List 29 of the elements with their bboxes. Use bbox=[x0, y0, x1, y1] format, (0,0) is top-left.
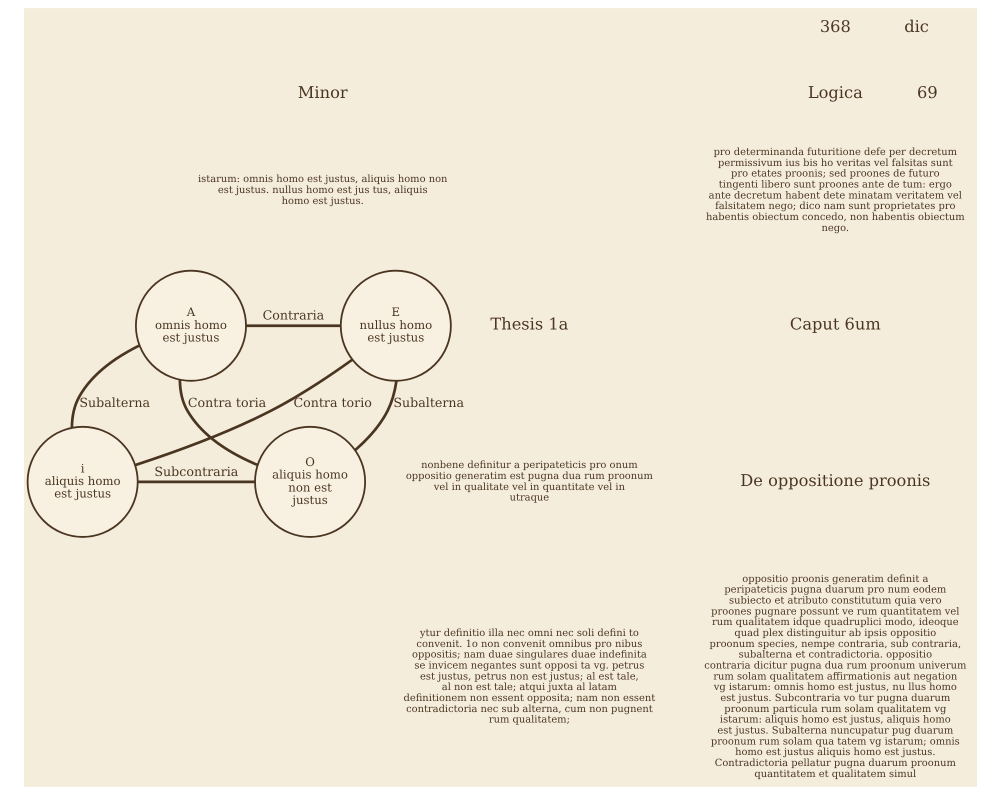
label: 69 bbox=[916, 82, 938, 102]
label: nonbene definitur a peripateticis pro onum oppositio generatim est pugna dua rum proonum vel in qualitate vel in quantitate vel in utraque bbox=[405, 460, 652, 504]
label: Caput 6um bbox=[789, 314, 880, 334]
label: dic bbox=[904, 16, 928, 36]
connector bbox=[134, 358, 352, 466]
edge-label: Contraria bbox=[262, 308, 324, 323]
edge-label: Subalterna bbox=[392, 395, 464, 410]
node-circle: A omnis homo est justus bbox=[134, 270, 246, 382]
label: De oppositione proonis bbox=[740, 470, 930, 490]
connector bbox=[178, 380, 258, 466]
edge-label: Contra torio bbox=[292, 395, 372, 410]
label: 368 bbox=[819, 16, 850, 36]
node-circle: i aliquis homo est justus bbox=[26, 426, 138, 538]
edge-label: Contra toria bbox=[187, 395, 266, 410]
connector bbox=[354, 380, 398, 452]
edge-label: Subcontraria bbox=[154, 464, 238, 479]
label: istarum: omnis homo est justus, aliquis homo non est justus. nullus homo est jus tus, aliquis homo est justus. bbox=[198, 174, 447, 207]
label: oppositio proonis generatim definit a peripateticis pugna duarum pro num eodem subiecto et atributo constitutum quia vero proones pugnare possunt ve rum quantitatem vel rum qualitatem idque quadruplici modo, ideoque quad plex distinguitur ab ipsis oppositio proonum species, nempe contraria, sub contraria, subalterna et contradictoria. oppositio contraria dicitur pugna dua rum proonum univerum rum solam qualitatem affirmationis aut negation vg istarum: omnis homo est justus, nu llus homo est justus. Subcontraria vo tur pugna duarum proonum particula rum solam qualitatem vg istarum: aliquis homo est justus, aliquis homo est justus. Subalterna nuncupatur pug duarum proonum rum solam qua tatem vg istarum; omnis homo est justus aliquis homo est justus. Contradictoria pellatur pugna duarum proonum quantitatem et qualitatem simul bbox=[704, 574, 966, 780]
node-circle: O aliquis homo non est justus bbox=[254, 426, 366, 538]
node-circle: E nullus homo est justus bbox=[339, 270, 452, 382]
label: ytur definitio illa nec omni nec soli defini to convenit. 1o non convenit omnibus pro nibus oppositis; nam duae singulares duae indefinita se invicem negantes sunt opposi ta vg. petrus est justus, petrus non est justus; al est tale, al non est tale; atqui juxta al latam definitionem non essent opposita; nam non essent contradictoria nec sub alterna, cum non pugnent rum qualitatem; bbox=[403, 628, 655, 726]
connector bbox=[70, 344, 140, 428]
connector bbox=[246, 324, 340, 328]
label: Logica bbox=[807, 82, 862, 102]
label: pro determinanda futuritione defe per decretum permissivum ius bis ho veritas vel falsitas sunt pro etates proonis; sed proones de futuro tingenti libero sunt proones ante de tum: ergo ante decretum habent dete minatam veritatem vel falsitatem nego; dico nam sunt proprietates pro habentis obiectum concedo, non habentis obiectum nego. bbox=[705, 147, 964, 234]
connector bbox=[137, 480, 254, 484]
label: Minor bbox=[297, 82, 348, 102]
edge-label: Subalterna bbox=[78, 395, 150, 410]
label: Thesis 1a bbox=[490, 314, 568, 334]
